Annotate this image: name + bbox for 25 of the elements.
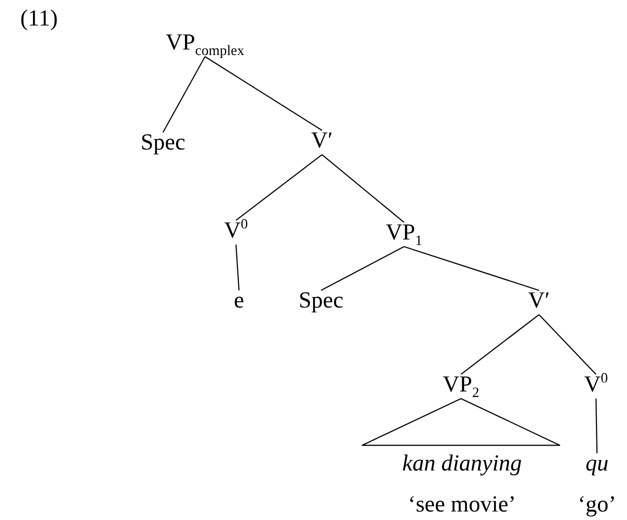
specifier-label: Spec [298, 287, 344, 313]
branch-line [236, 154, 322, 221]
branch-line [460, 314, 540, 375]
gloss-text: ‘see movie’ [408, 491, 516, 517]
example-number: (11) [20, 5, 58, 31]
branch-line [538, 314, 596, 375]
branch-line [595, 398, 598, 454]
branch-line [404, 246, 540, 291]
head-label: V$^{0}$ [224, 217, 248, 243]
head-label: V$^{0}$ [584, 371, 608, 397]
empty-head-label: e [234, 287, 244, 313]
branch-line [162, 56, 206, 133]
bar-label: V′ [528, 287, 550, 313]
word-label: qu [586, 450, 608, 476]
branch-line [235, 244, 240, 290]
phrase-label: VP$_{2}$ [442, 371, 480, 397]
bar-label: V′ [311, 127, 333, 153]
branch-line [322, 154, 404, 223]
specifier-label: Spec [140, 129, 186, 155]
phrase-label: VP$_{1}$ [386, 219, 422, 245]
branch-line [204, 56, 322, 131]
triangle-connector [361, 398, 561, 446]
gloss-text: ‘go’ [578, 491, 616, 517]
branch-line [320, 246, 404, 291]
word-label: kan dianying [402, 450, 522, 476]
